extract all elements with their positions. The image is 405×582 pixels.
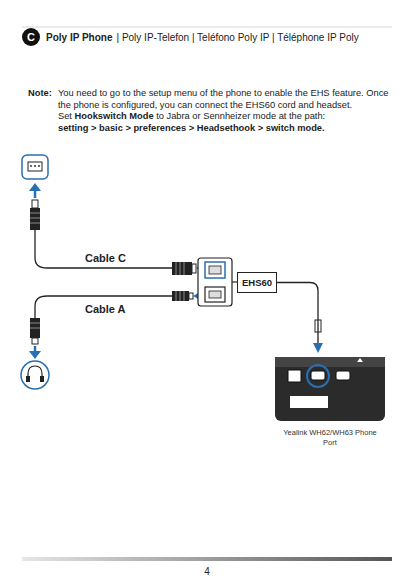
cable-connector [277,283,318,352]
note-heading: Note: [28,88,58,134]
port-highlight [307,365,329,387]
header-rule [22,27,392,28]
rj-plug-small [172,291,193,301]
headset-ear [26,376,30,382]
rj-plug [172,262,196,275]
note-body: You need to go to the setup menu of the … [58,88,395,134]
phone-node: Yealink WH62/WH63 Phone Port [268,352,392,447]
cable-a [35,296,172,318]
note-text: to Jabra or Sennheizer mode at the path: [156,111,325,121]
plug [30,318,40,344]
note-line: SetHookswitch Modeto Jabra or Sennheizer… [58,111,395,123]
phone-icon-keys [30,165,40,167]
phone-icon-keypad [28,162,42,171]
phone-port [311,371,325,380]
device-name: EHS60 [242,277,272,288]
menu-path: setting > basic > preferences > Headseth… [58,123,395,135]
cable-label: Cable A [85,303,126,315]
cable-c [35,230,172,268]
headset-icon [21,361,49,389]
note-text: You need to go to the setup menu of the … [58,88,395,111]
port-caption: Yealink WH62/WH63 Phone Port [280,428,380,447]
note-text: Set [58,111,72,121]
phone-port [336,371,350,380]
phone-label-plate [290,396,328,408]
section-badge: C [22,28,40,46]
title: Poly IP Phone [46,32,113,43]
jack-inner [209,266,221,274]
footer-bar [22,557,392,561]
phone-illustration [268,352,392,424]
note-block: Note:You need to go to the setup menu of… [28,88,395,134]
phone-top [275,357,385,367]
jack [205,287,225,302]
phone-port [288,370,301,382]
blue-arrow [29,183,41,198]
headset-ear [40,376,44,382]
headset-band [28,366,42,380]
header-translations: | Poly IP-Telefon | Teléfono Poly IP | T… [117,32,359,43]
page-number: 4 [200,566,214,577]
phone-symbol [357,358,363,362]
phone-body [275,357,385,421]
jack-inner [209,291,221,298]
blue-arrow [29,346,41,359]
junction-box [198,258,232,306]
jack [205,262,225,278]
cable-label: Cable C [85,252,126,264]
phone-icon [22,155,48,179]
header-row: C Poly IP Phone | Poly IP-Telefon | Teléfo… [22,28,397,46]
note-keyword: Hookswitch Mode [75,111,154,121]
plug [30,200,40,230]
device-box: EHS60 [237,272,277,293]
